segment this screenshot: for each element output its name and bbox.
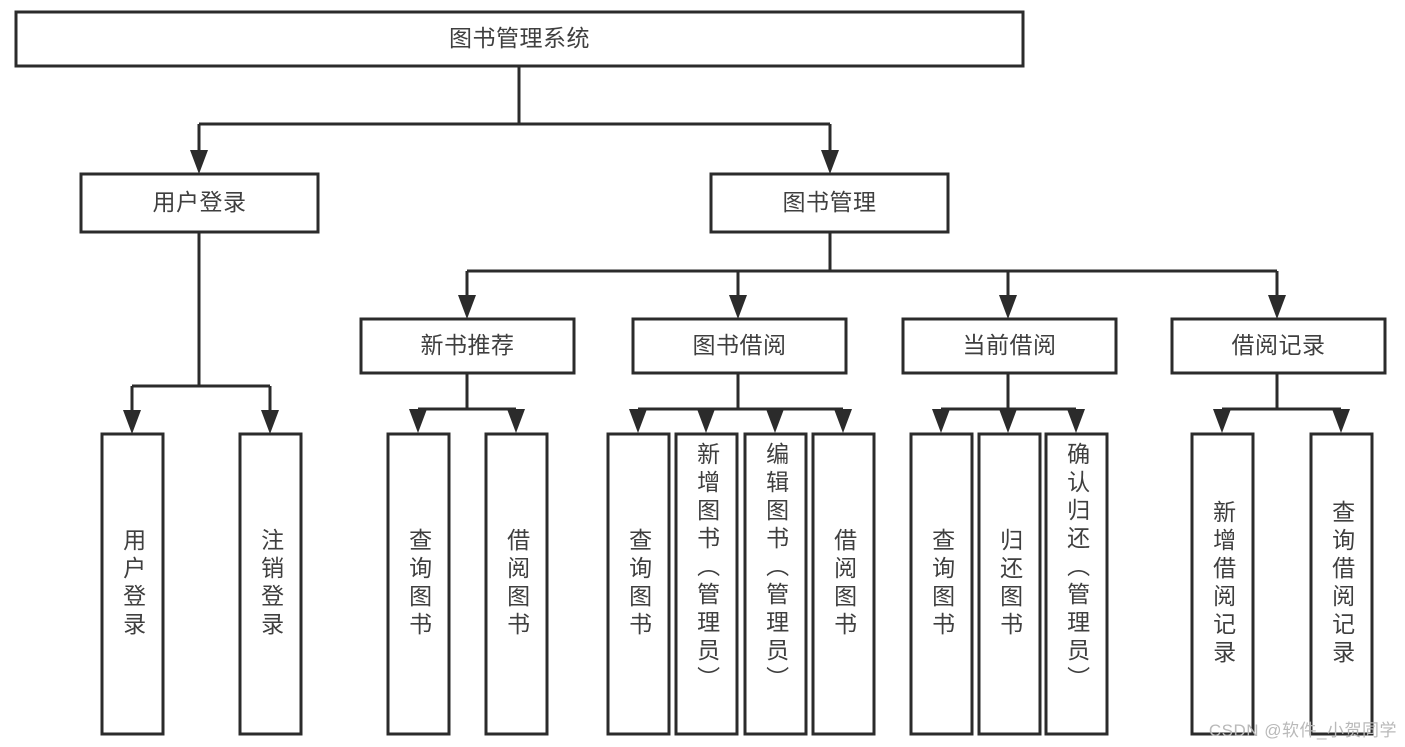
node-box-leaf-query-record[interactable]: [1309, 432, 1374, 736]
node-box-leaf-borrow-book-1[interactable]: [484, 432, 549, 736]
arrow-head-icon: [729, 295, 747, 319]
node-box-leaf-borrow-book-2[interactable]: [811, 432, 876, 736]
arrow-head-icon: [999, 409, 1017, 433]
arrow-head-icon: [458, 295, 476, 319]
node-box-borrow-record[interactable]: [1170, 317, 1387, 375]
csdn-watermark: CSDN @软件_小贺同学: [1208, 721, 1397, 740]
node-box-leaf-edit-book[interactable]: [743, 432, 808, 736]
arrow-head-icon: [629, 409, 647, 433]
arrow-head-icon: [190, 150, 208, 174]
connector-book-borrow-to-leaves: [629, 373, 852, 433]
node-box-book-borrow[interactable]: [631, 317, 848, 375]
arrow-head-icon: [1332, 409, 1350, 433]
arrow-head-icon: [697, 409, 715, 433]
node-box-leaf-query-book-2[interactable]: [606, 432, 671, 736]
connector-new-book-recommend-to-leaves: [409, 373, 525, 433]
node-box-new-book-recommend[interactable]: [359, 317, 576, 375]
node-box-book-management[interactable]: [709, 172, 950, 234]
node-box-leaf-user-login[interactable]: [100, 432, 165, 736]
node-box-leaf-add-record[interactable]: [1190, 432, 1255, 736]
arrow-head-icon: [123, 410, 141, 434]
node-box-leaf-query-book-3[interactable]: [909, 432, 974, 736]
arrow-head-icon: [409, 409, 427, 433]
connector-book-management-to-level3: [458, 232, 1286, 319]
arrow-head-icon: [1268, 295, 1286, 319]
node-box-user-login[interactable]: [79, 172, 320, 234]
arrow-head-icon: [507, 409, 525, 433]
arrow-head-icon: [821, 150, 839, 174]
arrow-head-icon: [766, 409, 784, 433]
connector-root-to-level2: [190, 66, 839, 174]
node-box-leaf-return-book[interactable]: [977, 432, 1042, 736]
arrow-head-icon: [1213, 409, 1231, 433]
arrow-head-icon: [261, 410, 279, 434]
node-box-leaf-confirm-return[interactable]: [1044, 432, 1109, 736]
node-box-leaf-query-book-1[interactable]: [386, 432, 451, 736]
connector-borrow-record-to-leaves: [1213, 373, 1350, 433]
arrow-head-icon: [1067, 409, 1085, 433]
node-box-current-borrow[interactable]: [901, 317, 1118, 375]
arrow-head-icon: [932, 409, 950, 433]
node-box-leaf-add-book[interactable]: [674, 432, 739, 736]
node-box-leaf-user-logout[interactable]: [238, 432, 303, 736]
arrow-head-icon: [834, 409, 852, 433]
node-box-root[interactable]: [14, 10, 1025, 68]
connector-user-login-to-leaves: [123, 232, 279, 434]
arrow-head-icon: [999, 295, 1017, 319]
connector-current-borrow-to-leaves: [932, 373, 1085, 433]
